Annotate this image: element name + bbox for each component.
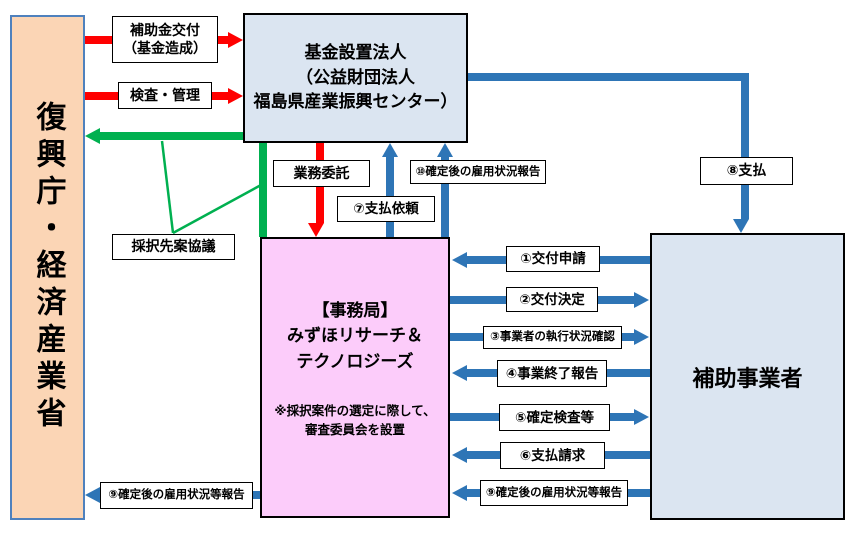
secretariat-title: 【事務局】 みずほリサーチ＆ テクノロジーズ bbox=[287, 300, 423, 371]
adoption-arrow-head bbox=[85, 128, 100, 144]
payment8-arrow-hshaft bbox=[468, 73, 749, 81]
f9-left-label: ⑨確定後の雇用状況等報告 bbox=[100, 482, 253, 509]
payment8-arrow-vshaft bbox=[741, 73, 749, 219]
f5-label: ⑤確定検査等 bbox=[499, 404, 610, 431]
payment-request-arrow-head bbox=[382, 143, 398, 157]
f1-arrow-head bbox=[452, 252, 467, 268]
f7-label: ⑦支払依頼 bbox=[337, 196, 435, 222]
employment-report10-arrow-head bbox=[437, 143, 453, 157]
adoption-consult-label: 採択先案協議 bbox=[112, 234, 235, 260]
node-subsidized: 補助事業者 bbox=[650, 233, 845, 520]
f9-right-arrow-head bbox=[452, 485, 467, 501]
employment-report10-arrow-shaft bbox=[441, 157, 449, 237]
f2-arrow-head bbox=[634, 292, 649, 308]
f8-label: ⑧支払 bbox=[700, 157, 793, 185]
f9-left-arrow-head bbox=[85, 487, 100, 503]
f2-label: ②交付決定 bbox=[506, 287, 598, 312]
f6-label: ⑥支払請求 bbox=[500, 442, 605, 469]
adoption-vertical-line bbox=[259, 143, 267, 237]
grant-label: 補助金交付 （基金造成） bbox=[112, 16, 218, 63]
f3-label: ③事業者の執行状況確認 bbox=[483, 326, 622, 349]
inspection-arrow-head bbox=[228, 88, 243, 104]
f5-arrow-head bbox=[634, 409, 649, 425]
grant-arrow-head bbox=[228, 32, 243, 48]
f3-arrow-head bbox=[634, 329, 649, 345]
f10-label: ⑩確定後の雇用状況報告 bbox=[410, 160, 546, 184]
adoption-connector-line-left bbox=[160, 140, 175, 234]
node-fund-org: 基金設置法人 （公益財団法人 福島県産業振興センター） bbox=[243, 13, 468, 143]
payment8-arrow-head bbox=[733, 219, 749, 233]
f6-arrow-head bbox=[452, 447, 467, 463]
f4-arrow-head bbox=[452, 365, 467, 381]
outsourcing-arrow-head bbox=[308, 223, 324, 237]
f4-label: ④事業終了報告 bbox=[497, 360, 607, 387]
f1-label: ①交付申請 bbox=[506, 246, 600, 272]
outsourcing-label: 業務委託 bbox=[273, 160, 370, 187]
inspection-label: 検査・管理 bbox=[118, 82, 212, 109]
secretariat-note: ※採択案件の選定に際して、 審査委員会を設置 bbox=[274, 404, 436, 437]
adoption-connector-line-right bbox=[172, 183, 262, 235]
node-secretariat: 【事務局】 みずほリサーチ＆ テクノロジーズ ※採択案件の選定に際して、 審査委… bbox=[260, 237, 450, 518]
adoption-arrow-shaft bbox=[100, 132, 243, 140]
f9-right-label: ⑨確定後の雇用状況等報告 bbox=[480, 480, 628, 506]
node-ministry: 復興庁・経済産業省 bbox=[10, 15, 85, 520]
